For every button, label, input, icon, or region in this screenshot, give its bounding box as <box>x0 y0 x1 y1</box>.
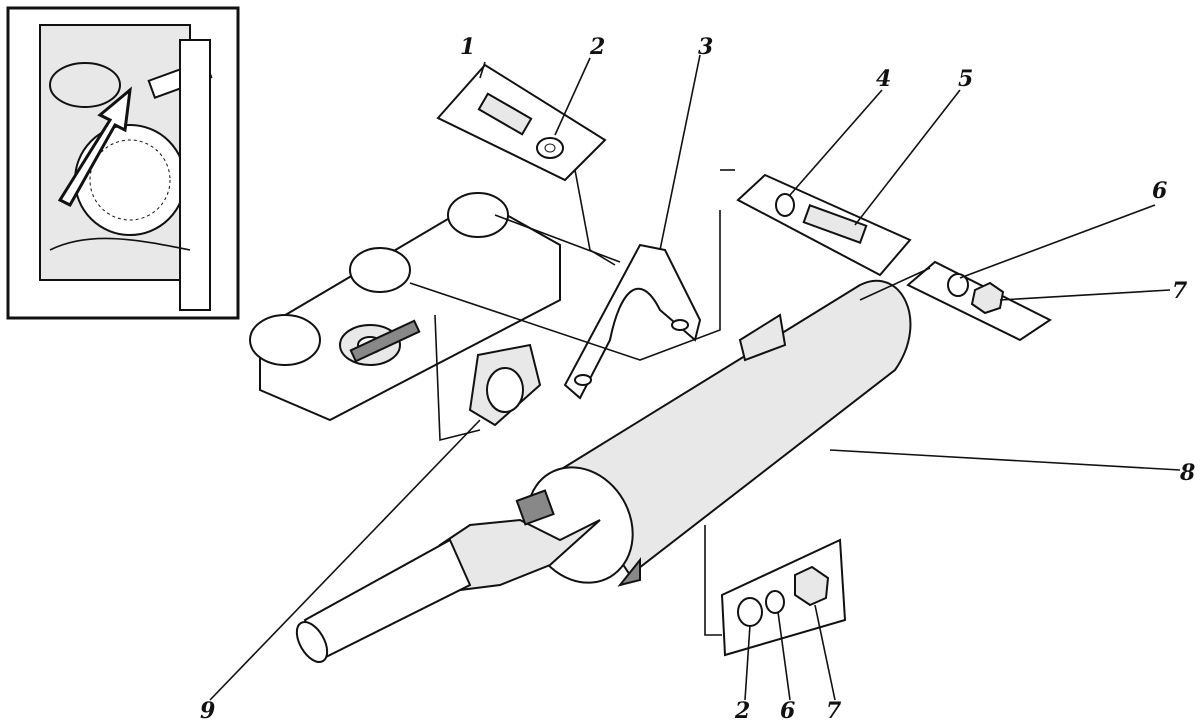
gasket <box>468 343 542 427</box>
arrow-icon <box>57 86 132 207</box>
exhaust-manifold <box>249 192 561 422</box>
bolt-washer-group-top <box>436 63 607 182</box>
washer-nut-group-right <box>906 260 1052 342</box>
leader-lines <box>209 54 1181 701</box>
bolt-washer-group-right <box>736 173 912 277</box>
callout-7: 7 <box>1172 278 1188 304</box>
muffler <box>295 279 912 663</box>
callout-3: 3 <box>698 34 714 60</box>
callout-1: 1 <box>460 34 476 60</box>
callout-6: 6 <box>1152 178 1168 204</box>
callout-7-bottom: 7 <box>826 698 842 724</box>
callout-4: 4 <box>876 66 892 92</box>
callout-6-bottom: 6 <box>780 698 796 724</box>
callout-9: 9 <box>200 698 216 724</box>
callout-5: 5 <box>958 66 974 92</box>
washer-nut-group-bottom <box>720 538 847 657</box>
inset-location-view <box>6 6 240 320</box>
callout-8: 8 <box>1180 460 1196 486</box>
callout-2-bottom: 2 <box>735 698 751 724</box>
callout-2: 2 <box>590 34 606 60</box>
bracket <box>563 243 702 400</box>
